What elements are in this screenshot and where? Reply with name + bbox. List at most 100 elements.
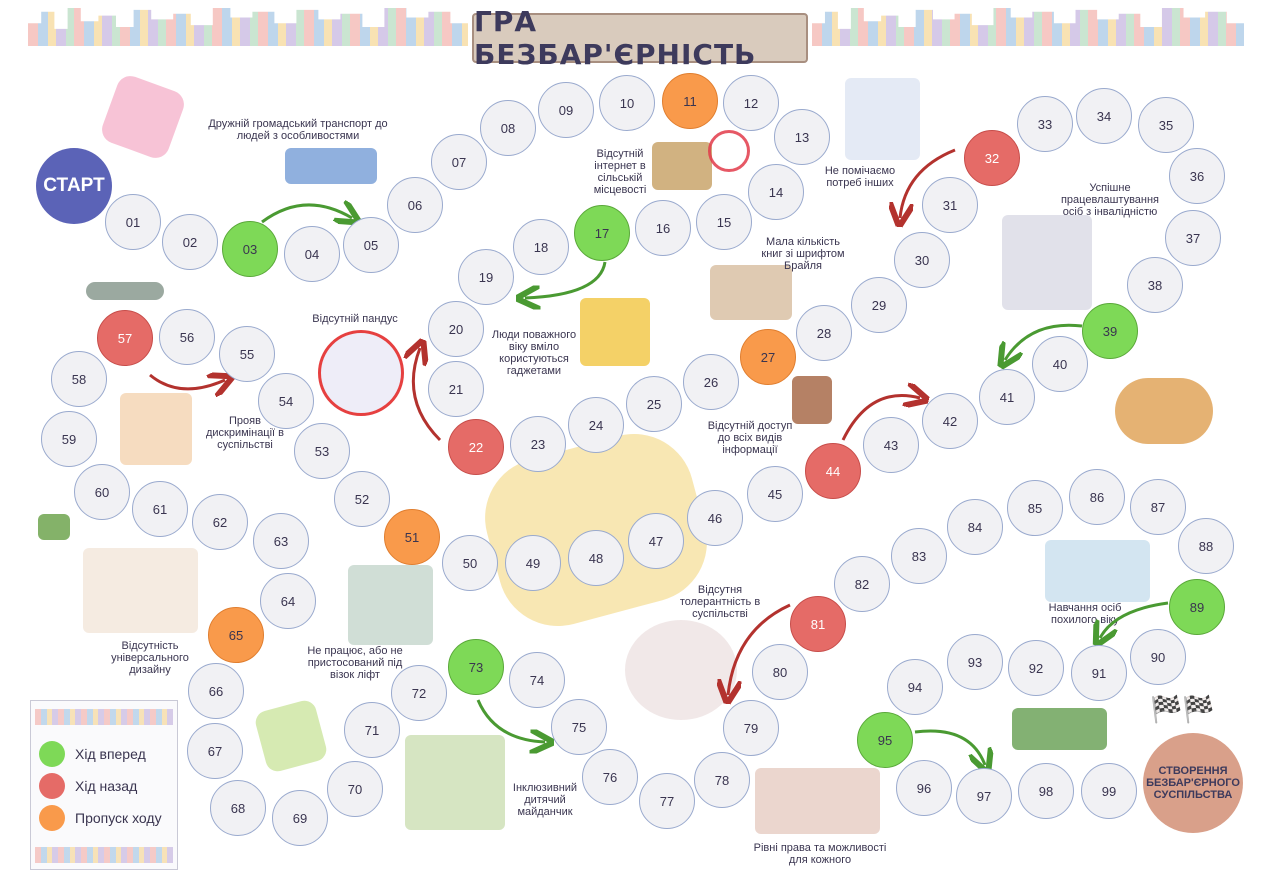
- legend-item-skip: Пропуск ходу: [39, 805, 162, 831]
- board-cell-73: 73: [448, 639, 504, 695]
- elderly-education-illustration: [1045, 540, 1150, 602]
- board-cell-58: 58: [51, 351, 107, 407]
- board-cell-63: 63: [253, 513, 309, 569]
- label-internet: Відсутній інтернет в сільській місцевост…: [593, 148, 647, 196]
- board-cell-76: 76: [582, 749, 638, 805]
- board-cell-67: 67: [187, 723, 243, 779]
- legend-skyline-bottom: [35, 847, 173, 863]
- board-cell-82: 82: [834, 556, 890, 612]
- skyline-decoration-left: [28, 8, 468, 46]
- board-cell-27: 27: [740, 329, 796, 385]
- legend: Хід вперед Хід назад Пропуск ходу: [30, 700, 178, 870]
- board-cell-09: 09: [538, 82, 594, 138]
- board-cell-40: 40: [1032, 336, 1088, 392]
- board-cell-30: 30: [894, 232, 950, 288]
- board-cell-16: 16: [635, 200, 691, 256]
- board-cell-52: 52: [334, 471, 390, 527]
- board-cell-66: 66: [188, 663, 244, 719]
- board-cell-21: 21: [428, 361, 484, 417]
- elderly-computer-illustration: [580, 298, 650, 366]
- legend-item-forward: Хід вперед: [39, 741, 146, 767]
- board-cell-20: 20: [428, 301, 484, 357]
- board-cell-81: 81: [790, 596, 846, 652]
- legend-label: Хід назад: [75, 778, 138, 794]
- label-playground: Інклюзивний дитячий майданчик: [512, 782, 578, 818]
- board-cell-59: 59: [41, 411, 97, 467]
- board-cell-60: 60: [74, 464, 130, 520]
- board-cell-38: 38: [1127, 257, 1183, 313]
- board-cell-77: 77: [639, 773, 695, 829]
- board-cell-43: 43: [863, 417, 919, 473]
- coins-illustration: [1115, 378, 1213, 444]
- board-cell-02: 02: [162, 214, 218, 270]
- label-elderly-education: Навчання осіб похилого віку: [1048, 602, 1122, 626]
- label-braille: Мала кількість книг зі шрифтом Брайля: [761, 236, 845, 272]
- board-cell-79: 79: [723, 700, 779, 756]
- bus-illustration: [285, 148, 377, 184]
- board-cell-97: 97: [956, 768, 1012, 824]
- board-cell-24: 24: [568, 397, 624, 453]
- legend-item-back: Хід назад: [39, 773, 137, 799]
- board-cell-83: 83: [891, 528, 947, 584]
- legend-skyline-top: [35, 709, 173, 725]
- board-cell-90: 90: [1130, 629, 1186, 685]
- legend-label: Хід вперед: [75, 746, 146, 762]
- board-cell-34: 34: [1076, 88, 1132, 144]
- board-cell-33: 33: [1017, 96, 1073, 152]
- board-cell-48: 48: [568, 530, 624, 586]
- board-cell-70: 70: [327, 761, 383, 817]
- board-cell-61: 61: [132, 481, 188, 537]
- board-cell-65: 65: [208, 607, 264, 663]
- board-cell-10: 10: [599, 75, 655, 131]
- board-cell-12: 12: [723, 75, 779, 131]
- board-cell-08: 08: [480, 100, 536, 156]
- board-cell-69: 69: [272, 790, 328, 846]
- label-discrimination: Прояв дискримінації в суспільстві: [205, 415, 285, 451]
- board-cell-74: 74: [509, 652, 565, 708]
- legend-label: Пропуск ходу: [75, 810, 162, 826]
- arrow-03-forward: [261, 205, 352, 222]
- board-cell-92: 92: [1008, 640, 1064, 696]
- game-title: ГРА БЕЗБАР'ЄРНІСТЬ: [474, 5, 757, 71]
- board-cell-53: 53: [294, 423, 350, 479]
- label-rights: Рівні права та можливості для кожного: [753, 842, 887, 866]
- board-cell-98: 98: [1018, 763, 1074, 819]
- no-ramp-icon: [318, 330, 404, 416]
- board-cell-36: 36: [1169, 148, 1225, 204]
- arrow-57-back: [149, 375, 225, 389]
- elevator-illustration: [348, 565, 433, 645]
- board-cell-11: 11: [662, 73, 718, 129]
- board-cell-89: 89: [1169, 579, 1225, 635]
- board-cell-18: 18: [513, 219, 569, 275]
- photographer-illustration: [792, 376, 832, 424]
- checkered-flags-icon: 🏁🏁: [1150, 694, 1215, 724]
- skyline-decoration-right: [812, 8, 1244, 46]
- board-cell-46: 46: [687, 490, 743, 546]
- board-cell-87: 87: [1130, 479, 1186, 535]
- board-cell-26: 26: [683, 354, 739, 410]
- wheelchair-worker-illustration: [1002, 215, 1092, 310]
- board-cell-03: 03: [222, 221, 278, 277]
- label-elevator: Не працює, або не пристосований під візо…: [307, 645, 403, 681]
- house-illustration: [652, 142, 712, 190]
- board-cell-13: 13: [774, 109, 830, 165]
- board-cell-05: 05: [343, 217, 399, 273]
- board-cell-91: 91: [1071, 645, 1127, 701]
- board-cell-57: 57: [97, 310, 153, 366]
- board-cell-45: 45: [747, 466, 803, 522]
- board-cell-41: 41: [979, 369, 1035, 425]
- trees-illustration: [1012, 708, 1107, 750]
- board-cell-78: 78: [694, 752, 750, 808]
- board-cell-51: 51: [384, 509, 440, 565]
- board-cell-72: 72: [391, 665, 447, 721]
- board-cell-99: 99: [1081, 763, 1137, 819]
- finish-circle: СТВОРЕННЯ БЕЗБАР'ЄРНОГО СУСПІЛЬСТВА: [1143, 733, 1243, 833]
- board-cell-32: 32: [964, 130, 1020, 186]
- board-cell-25: 25: [626, 376, 682, 432]
- people-illustration: [845, 78, 920, 160]
- board-cell-96: 96: [896, 760, 952, 816]
- board-cell-23: 23: [510, 416, 566, 472]
- grass-illustration: [38, 514, 70, 540]
- board-cell-29: 29: [851, 277, 907, 333]
- label-notice: Не помічаємо потреб інших: [824, 165, 896, 189]
